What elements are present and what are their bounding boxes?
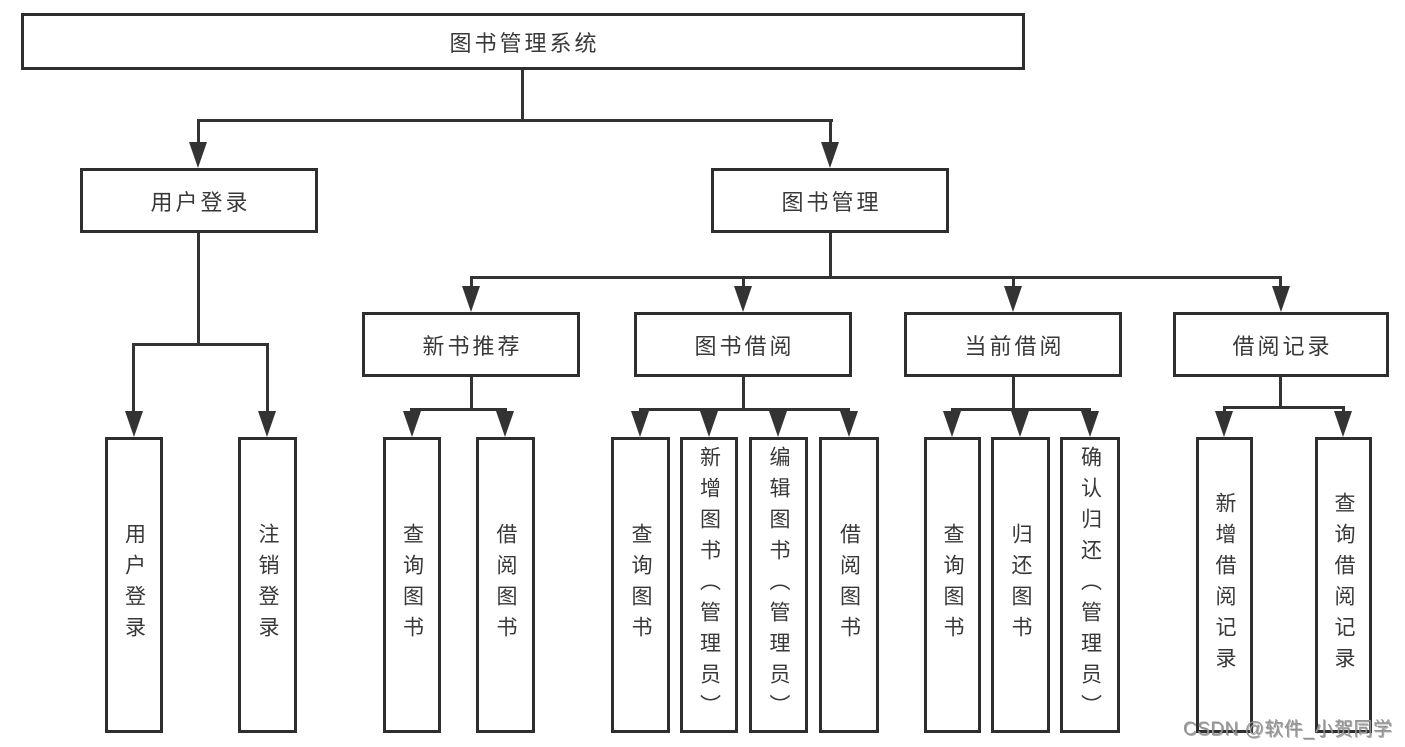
arrow-down-icon — [1004, 286, 1022, 312]
node-leaf-user-login-label: 用户登录 — [122, 523, 146, 647]
node-cur-confirm-return: 确认归还（管理员） — [1060, 437, 1120, 733]
node-new-book-rec-label: 新书推荐 — [422, 333, 523, 359]
connector-line — [1012, 276, 1015, 290]
node-rec-add-record: 新增借阅记录 — [1196, 437, 1253, 733]
node-bor-query-book-label: 查询图书 — [629, 523, 652, 647]
connector-line — [470, 276, 473, 290]
node-cur-query-book: 查询图书 — [924, 437, 981, 733]
node-leaf-user-login: 用户登录 — [105, 437, 163, 733]
node-rec-query-book-label: 查询图书 — [400, 523, 424, 647]
node-rec-query-book: 查询图书 — [383, 437, 441, 733]
node-leaf-logout-label: 注销登录 — [256, 523, 279, 647]
node-current-borrow-label: 当前借阅 — [964, 333, 1065, 359]
connector-line — [1279, 377, 1282, 409]
connector-line — [470, 377, 473, 411]
node-bor-borrow-book: 借阅图书 — [819, 437, 879, 733]
node-book-borrow-label: 图书借阅 — [694, 333, 795, 359]
connector-line — [132, 343, 135, 415]
arrow-down-icon — [462, 286, 480, 312]
node-bor-edit-book: 编辑图书（管理员） — [749, 437, 808, 733]
connector-line — [197, 119, 200, 147]
arrow-down-icon — [769, 411, 787, 437]
node-current-borrow: 当前借阅 — [904, 312, 1122, 377]
arrow-down-icon — [700, 411, 718, 437]
node-bor-add-book: 新增图书（管理员） — [680, 437, 738, 733]
arrow-down-icon — [821, 142, 839, 168]
arrow-down-icon — [1081, 411, 1099, 437]
node-borrow-record-label: 借阅记录 — [1232, 333, 1333, 359]
connector-line — [521, 70, 524, 121]
node-book-borrow: 图书借阅 — [634, 312, 852, 377]
arrow-down-icon — [943, 411, 961, 437]
connector-line — [1223, 406, 1344, 409]
arrow-down-icon — [403, 411, 421, 437]
node-bor-borrow-book-label: 借阅图书 — [837, 523, 861, 647]
node-rec-borrow-book: 借阅图书 — [476, 437, 535, 733]
node-cur-confirm-return-label: 确认归还（管理员） — [1078, 445, 1102, 725]
node-user-login-label: 用户登录 — [150, 189, 251, 215]
node-book-mgmt: 图书管理 — [711, 168, 949, 233]
connector-line — [470, 276, 1282, 279]
node-rec-borrow-book-label: 借阅图书 — [494, 523, 517, 647]
node-bor-edit-book-label: 编辑图书（管理员） — [767, 445, 790, 725]
node-borrow-record: 借阅记录 — [1173, 312, 1389, 377]
arrow-down-icon — [840, 411, 858, 437]
node-root-label: 图书管理系统 — [449, 30, 600, 56]
arrow-down-icon — [258, 411, 276, 437]
node-new-book-rec: 新书推荐 — [362, 312, 580, 377]
connector-line — [197, 233, 200, 345]
node-leaf-logout: 注销登录 — [238, 437, 297, 733]
node-root: 图书管理系统 — [21, 13, 1025, 70]
arrow-down-icon — [1272, 286, 1290, 312]
connector-line — [266, 343, 269, 415]
csdn-watermark: CSDN @软件_小贺同学 — [1183, 719, 1393, 740]
connector-line — [197, 119, 833, 122]
node-rec-add-record-label: 新增借阅记录 — [1213, 492, 1236, 678]
arrow-down-icon — [734, 286, 752, 312]
arrow-down-icon — [496, 411, 514, 437]
connector-line — [742, 276, 745, 290]
node-cur-return-book: 归还图书 — [991, 437, 1050, 733]
node-bor-query-book: 查询图书 — [611, 437, 670, 733]
node-book-mgmt-label: 图书管理 — [781, 189, 882, 215]
connector-line — [1012, 377, 1015, 411]
arrow-down-icon — [125, 411, 143, 437]
node-user-login: 用户登录 — [80, 168, 318, 233]
node-rec-query-record: 查询借阅记录 — [1315, 437, 1372, 733]
connector-line — [1279, 276, 1282, 290]
arrow-down-icon — [631, 411, 649, 437]
connector-line — [639, 408, 850, 411]
node-cur-return-book-label: 归还图书 — [1009, 523, 1032, 647]
connector-line — [410, 408, 507, 411]
node-rec-query-record-label: 查询借阅记录 — [1332, 492, 1355, 678]
connector-line — [742, 377, 745, 411]
connector-line — [132, 343, 269, 346]
node-bor-add-book-label: 新增图书（管理员） — [697, 445, 721, 725]
arrow-down-icon — [1334, 411, 1352, 437]
node-cur-query-book-label: 查询图书 — [941, 523, 964, 647]
connector-line — [829, 119, 832, 147]
arrow-down-icon — [1011, 411, 1029, 437]
arrow-down-icon — [189, 142, 207, 168]
connector-line — [829, 233, 832, 278]
arrow-down-icon — [1215, 411, 1233, 437]
